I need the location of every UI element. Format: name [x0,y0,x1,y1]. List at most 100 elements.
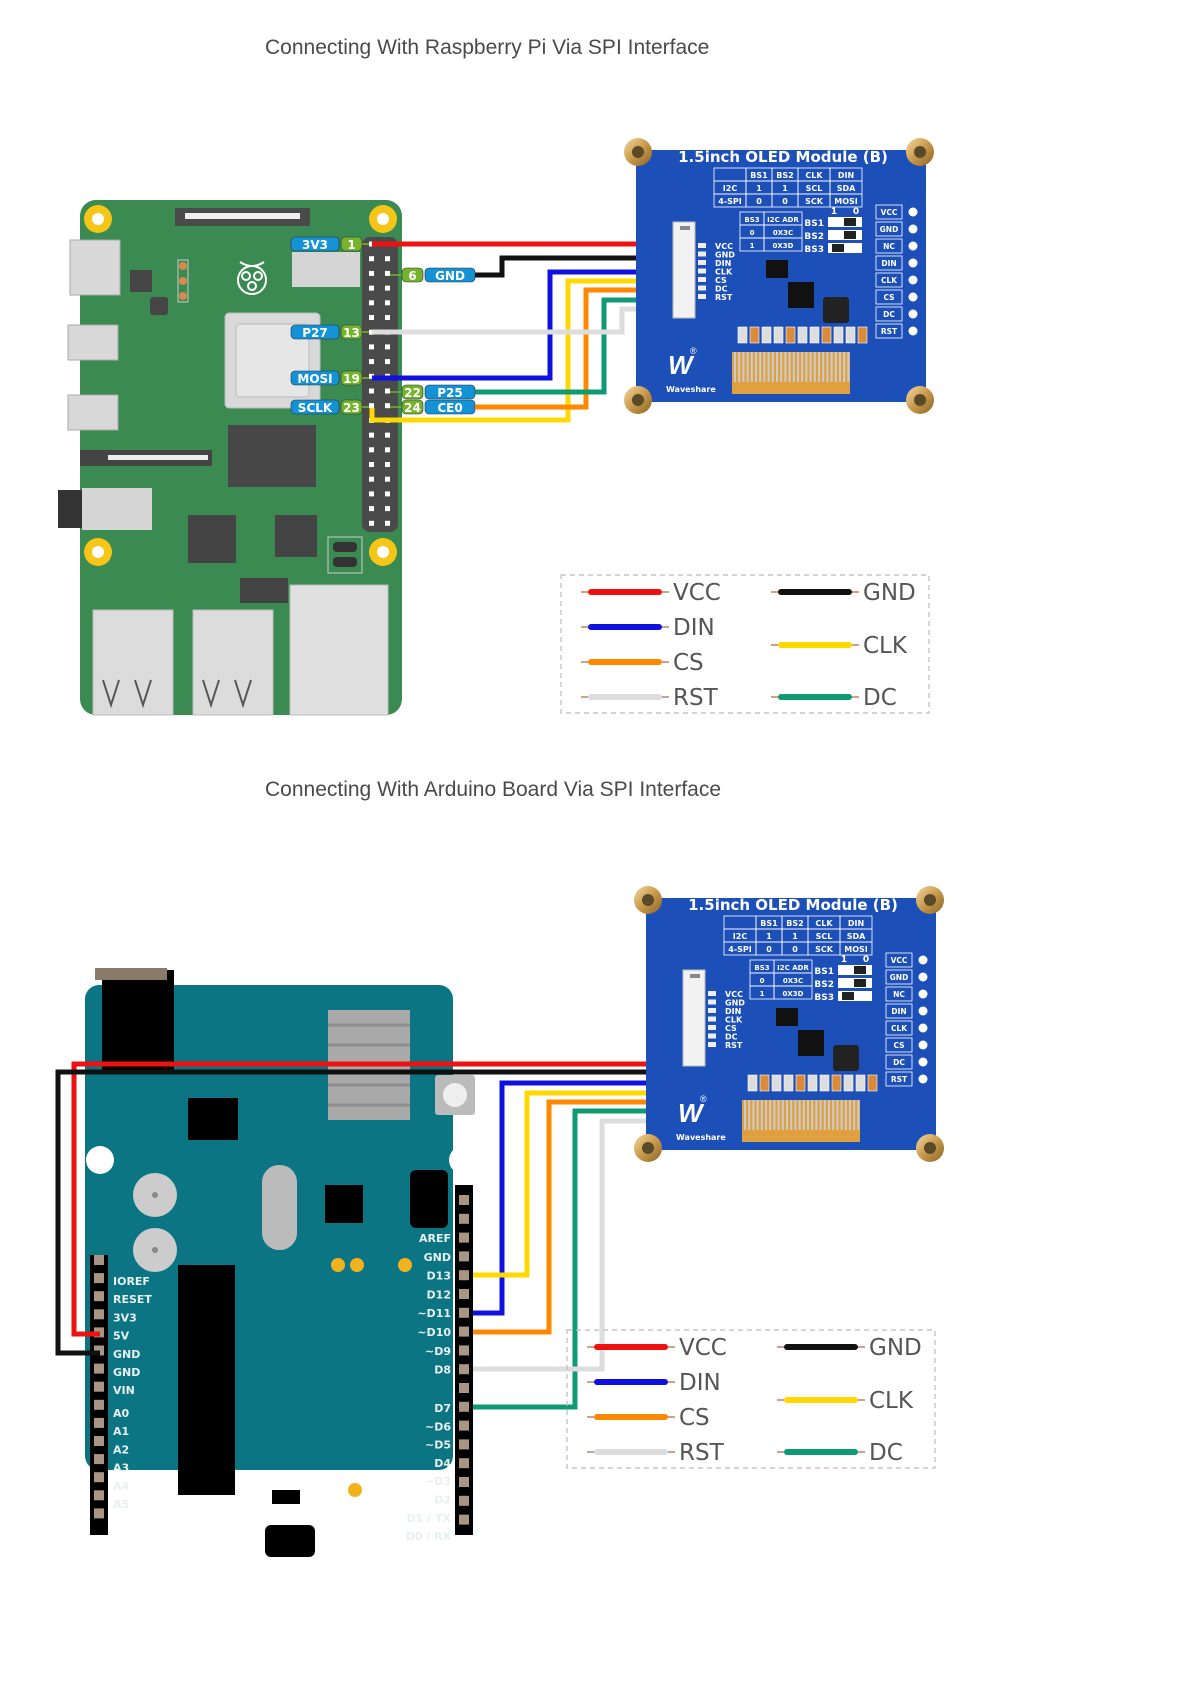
arduino-pin-label: A1 [113,1425,129,1438]
mode-table-cell: 1 [792,932,798,941]
jumper-col-label: 0 [853,207,859,217]
arduino-pin-label: D4 [434,1457,451,1470]
header-pad [94,1363,104,1374]
pi-pin-name: 3V3 [302,238,328,252]
header-pin-hole [918,972,928,982]
gpio-pin [385,506,390,512]
connector-pin-label: GND [725,999,745,1008]
gpio-pin [385,447,390,453]
header-pin-label: DC [893,1058,905,1067]
arduino-pin-label: A3 [113,1462,129,1475]
waveshare-logo-icon: W [678,1098,705,1128]
header-pad [94,1417,104,1428]
header-pin-label: RST [881,327,898,336]
pi-pin-name: SCLK [298,401,333,415]
arduino-pin-label: ~D3 [425,1475,451,1488]
header-pad [94,1255,104,1265]
arduino-pin-label: D13 [427,1270,451,1283]
arduino-pin-label: A4 [113,1480,130,1493]
legend-item-clk: CLK [771,633,908,659]
mode-table-cell: SCK [805,197,824,206]
arduino-pin-label: ~D6 [425,1420,451,1433]
mode-table-cell: SCL [806,184,823,193]
legend-label: RST [679,1440,725,1466]
mode-table-cell: SDA [847,932,866,941]
legend-item-dc: DC [777,1440,903,1466]
jumper-label: BS1 [814,967,834,977]
header-pin-hole [908,207,918,217]
gpio-pin [385,491,390,497]
arduino-pin-label: A0 [113,1407,130,1420]
connector-pin-label: RST [725,1041,743,1050]
header-pad [94,1273,104,1284]
oled-module-name: 1.5inch OLED Module (B) [688,896,898,914]
gpio-pin [369,447,374,453]
arduino-pin-label: D0 / RX [406,1530,452,1543]
addr-table-cell: 0X3C [783,977,803,985]
mode-table-cell: 0 [766,945,772,954]
gpio-pin [385,432,390,438]
header-pad [459,1383,469,1393]
header-pad [459,1232,469,1243]
arduino-pin-label: ~D10 [417,1326,451,1339]
pi-pin-number: 24 [404,401,421,415]
gpio-pin [369,506,374,512]
mode-table-cell: 0 [792,945,798,954]
brand-name: Waveshare [666,385,716,394]
addr-table-cell: 0X3D [773,242,794,250]
legend-item-rst: RST [581,685,719,711]
gpio-header [362,237,398,532]
mode-table-cell: 1 [756,184,762,193]
arduino-pin-label: A5 [113,1498,129,1511]
legend-label: VCC [673,580,721,606]
arduino-pin-label: D2 [434,1494,451,1507]
wire-din [372,269,672,381]
connector-pin-label: GND [715,251,735,260]
gpio-pin [369,432,374,438]
addr-table-cell: BS3 [744,216,759,224]
gpio-pin [369,344,374,350]
arduino-pin-label: GND [113,1348,140,1361]
mode-table-cell: MOSI [844,945,868,954]
header-pad [459,1326,469,1337]
gpio-pin [385,300,390,306]
gpio-pin [369,359,374,365]
header-pin-hole [908,224,918,234]
jumper-col-label: 0 [863,955,869,965]
mode-table-cell: MOSI [834,197,858,206]
header-pin-label: VCC [881,208,898,217]
legend-label: DC [863,685,897,711]
addr-table-cell: I2C ADR [777,964,809,972]
header-pad [94,1436,104,1446]
mode-table-cell: SCL [816,932,833,941]
header-pad [94,1399,104,1410]
legend-box [560,574,930,714]
legend-item-cs: CS [581,650,704,676]
arduino-pin-label: ~D5 [425,1439,451,1452]
mode-table-cell: 0 [756,197,762,206]
legend-label: DIN [673,615,715,641]
header-pin-hole [918,1040,928,1050]
gpio-pin [385,285,390,291]
arduino-pin-label: D12 [427,1288,451,1301]
jumper-label: BS3 [814,993,834,1003]
pi-pin-name: MOSI [297,372,332,386]
header-pin-label: NC [883,242,895,251]
legend-label: CLK [869,1388,914,1414]
header-pad [459,1401,469,1412]
pi-pin-name: GND [435,269,465,283]
arduino-section-title: Connecting With Arduino Board Via SPI In… [265,778,722,801]
header-pin-hole [918,1074,928,1084]
header-pad [94,1309,104,1320]
addr-table-cell: 1 [750,242,755,250]
header-pad [459,1289,469,1299]
wire-cs [473,1099,730,1335]
legend-box [566,1329,936,1469]
header-pin-hole [908,326,918,336]
wire-clk [369,278,672,423]
